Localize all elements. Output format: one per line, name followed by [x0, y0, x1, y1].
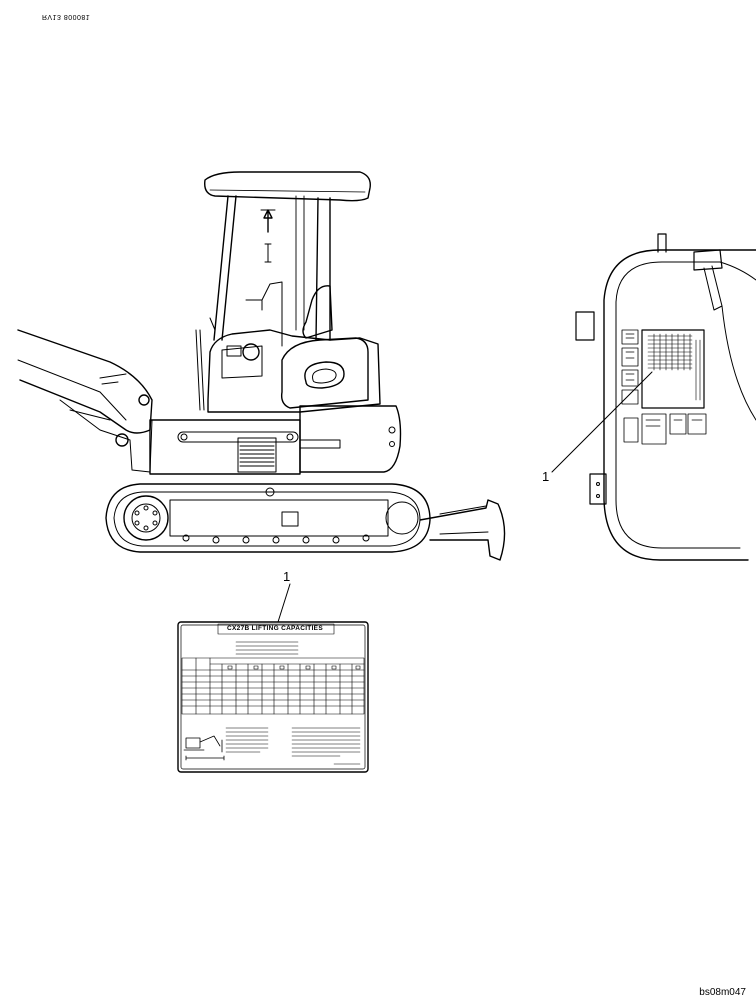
drive-sprocket — [123, 495, 169, 541]
cab-panel-detail — [551, 233, 756, 561]
leader-line-left — [277, 583, 291, 623]
leader-line-right — [551, 371, 653, 473]
canopy-roof — [204, 171, 371, 202]
upper-structure — [207, 329, 381, 413]
view-marker-i — [264, 243, 272, 263]
callout-number-right: 1 — [542, 469, 550, 484]
canopy-front-pillar — [213, 195, 237, 341]
figure-code: bs08m047 — [699, 987, 746, 998]
lifting-capacity-decal — [177, 583, 369, 773]
counterweight — [299, 405, 402, 473]
engine-hood — [280, 337, 369, 409]
swing-frame — [149, 419, 301, 475]
boom-arm — [17, 329, 153, 434]
capacity-table — [181, 657, 365, 715]
excavator-illustration — [17, 171, 506, 561]
canopy-rear-pillar — [315, 197, 331, 341]
mini-excavator-pictogram — [183, 735, 225, 761]
track-assembly — [105, 483, 431, 553]
operator-seat — [302, 285, 333, 339]
small-decals — [621, 329, 707, 445]
radiator-grille — [237, 437, 277, 473]
decal-title: CX27B LIFTING CAPACITIES — [227, 625, 323, 632]
cab-frame-outline — [603, 249, 756, 561]
view-arrow-icon — [263, 209, 273, 233]
lifting-capacity-decal-small — [641, 329, 705, 409]
callout-number-left: 1 — [283, 569, 291, 584]
dozer-blade — [419, 499, 506, 561]
